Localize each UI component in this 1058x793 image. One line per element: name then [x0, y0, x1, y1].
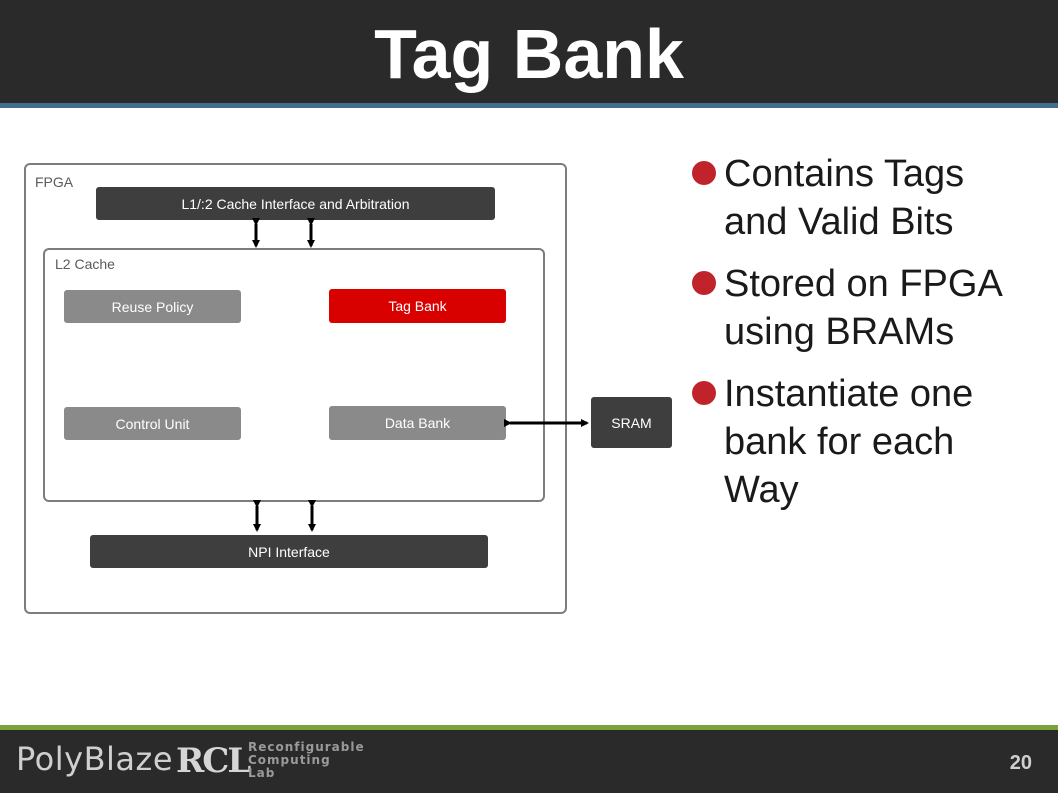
- bullet-dot-icon: [692, 271, 716, 295]
- l1-cache-interface-block: L1/:2 Cache Interface and Arbitration: [96, 187, 495, 220]
- npi-interface-block: NPI Interface: [90, 535, 488, 568]
- l2-cache-label: L2 Cache: [55, 256, 115, 272]
- fpga-label: FPGA: [35, 174, 74, 190]
- footer-bar: [0, 730, 1058, 793]
- footer-stripe: [0, 725, 1058, 730]
- l2-cache-frame: [43, 248, 545, 502]
- rcl-logo-text: Reconfigurable Computing Lab: [248, 740, 365, 780]
- title-bar-stripe: [0, 103, 1058, 108]
- bullet-item: Contains Tags and Valid Bits: [690, 150, 1030, 246]
- slide-title: Tag Bank: [374, 15, 684, 93]
- title-bar: [0, 0, 1058, 103]
- bullet-dot-icon: [692, 161, 716, 185]
- bullet-item: Stored on FPGA using BRAMs: [690, 260, 1030, 356]
- bullet-item: Instantiate one bank for each Way: [690, 370, 1030, 514]
- bullet-text: Contains Tags and Valid Bits: [724, 153, 965, 243]
- bullet-text: Stored on FPGA using BRAMs: [724, 263, 1001, 353]
- page-number: 20: [1009, 752, 1032, 774]
- rcl-logo-icon: RCL: [176, 741, 251, 781]
- tag-bank-block: Tag Bank: [329, 289, 506, 323]
- polyblaze-logo: PolyBlaze: [16, 740, 173, 778]
- bullet-list: Contains Tags and Valid Bits Stored on F…: [690, 150, 1030, 528]
- bullet-text: Instantiate one bank for each Way: [724, 373, 974, 511]
- control-unit-block: Control Unit: [64, 407, 241, 440]
- data-bank-block: Data Bank: [329, 406, 506, 440]
- sram-block: SRAM: [591, 397, 672, 448]
- reuse-policy-block: Reuse Policy: [64, 290, 241, 323]
- bullet-dot-icon: [692, 381, 716, 405]
